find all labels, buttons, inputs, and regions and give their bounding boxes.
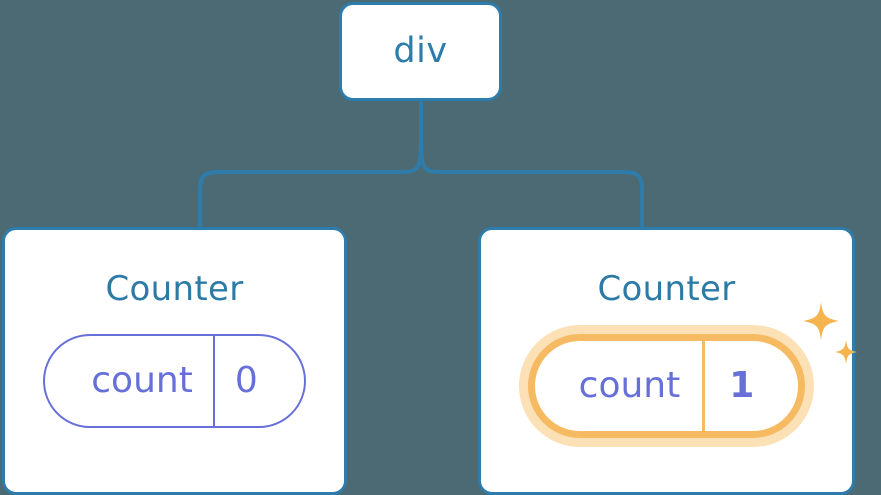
- node-div[interactable]: div: [339, 2, 502, 101]
- edge-to-counter-right: [419, 138, 644, 229]
- node-counter-right[interactable]: Counter count 1: [478, 227, 858, 495]
- state-pill-value-left: 0: [234, 360, 258, 401]
- node-div-label: div: [393, 31, 448, 71]
- sparkle-icon-large: [803, 302, 840, 340]
- state-pill-count-left[interactable]: count 0: [43, 334, 306, 428]
- sparkle-icon-group: [803, 302, 858, 364]
- state-pill-wrap-right: count 1: [527, 302, 858, 438]
- edge-to-counter-left: [198, 138, 423, 229]
- node-counter-left-title: Counter: [105, 269, 244, 309]
- state-pill-key-left: count: [45, 336, 215, 426]
- state-pill-key-right: count: [535, 341, 706, 431]
- state-pill-value-right: 1: [729, 365, 755, 406]
- node-counter-right-title: Counter: [597, 269, 736, 309]
- state-pill-wrap-left: count 0: [43, 334, 306, 428]
- node-counter-left[interactable]: Counter count 0: [2, 227, 347, 495]
- state-pill-count-right[interactable]: count 1: [527, 334, 806, 438]
- sparkle-icon-small: [835, 340, 858, 364]
